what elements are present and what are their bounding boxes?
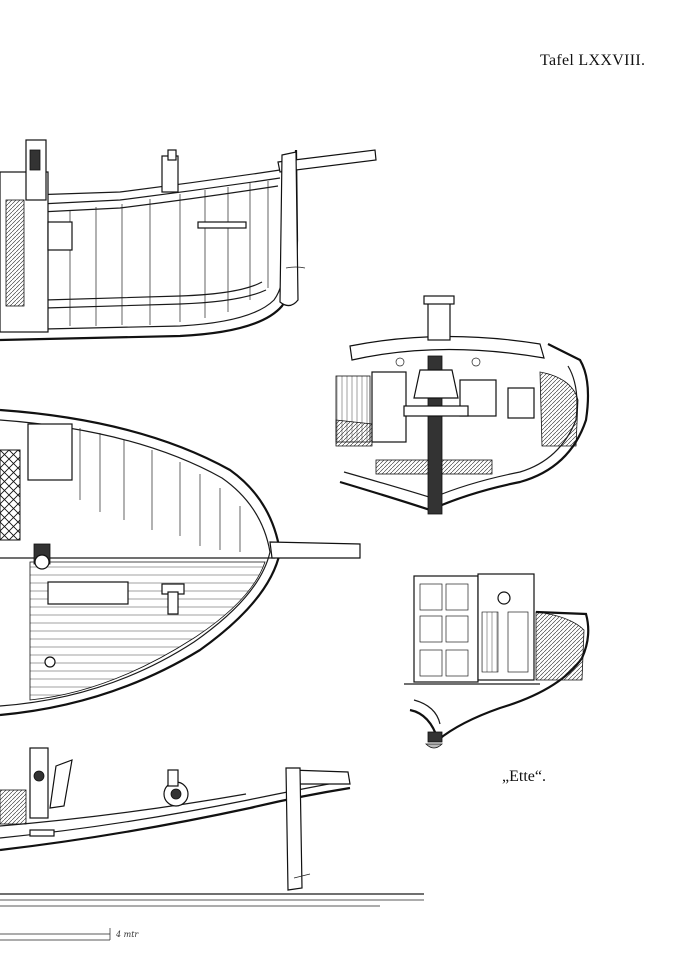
scale-label: 4 mtr	[116, 930, 139, 939]
cross-section-fore	[404, 573, 590, 749]
side-section-view	[0, 139, 377, 342]
plate-title: Tafel LXXVIII.	[540, 52, 646, 69]
vessel-caption: „Ette“.	[502, 768, 546, 785]
lower-side-view	[0, 747, 424, 941]
deck-plan-view	[0, 408, 361, 717]
cross-section-aft	[335, 295, 590, 515]
